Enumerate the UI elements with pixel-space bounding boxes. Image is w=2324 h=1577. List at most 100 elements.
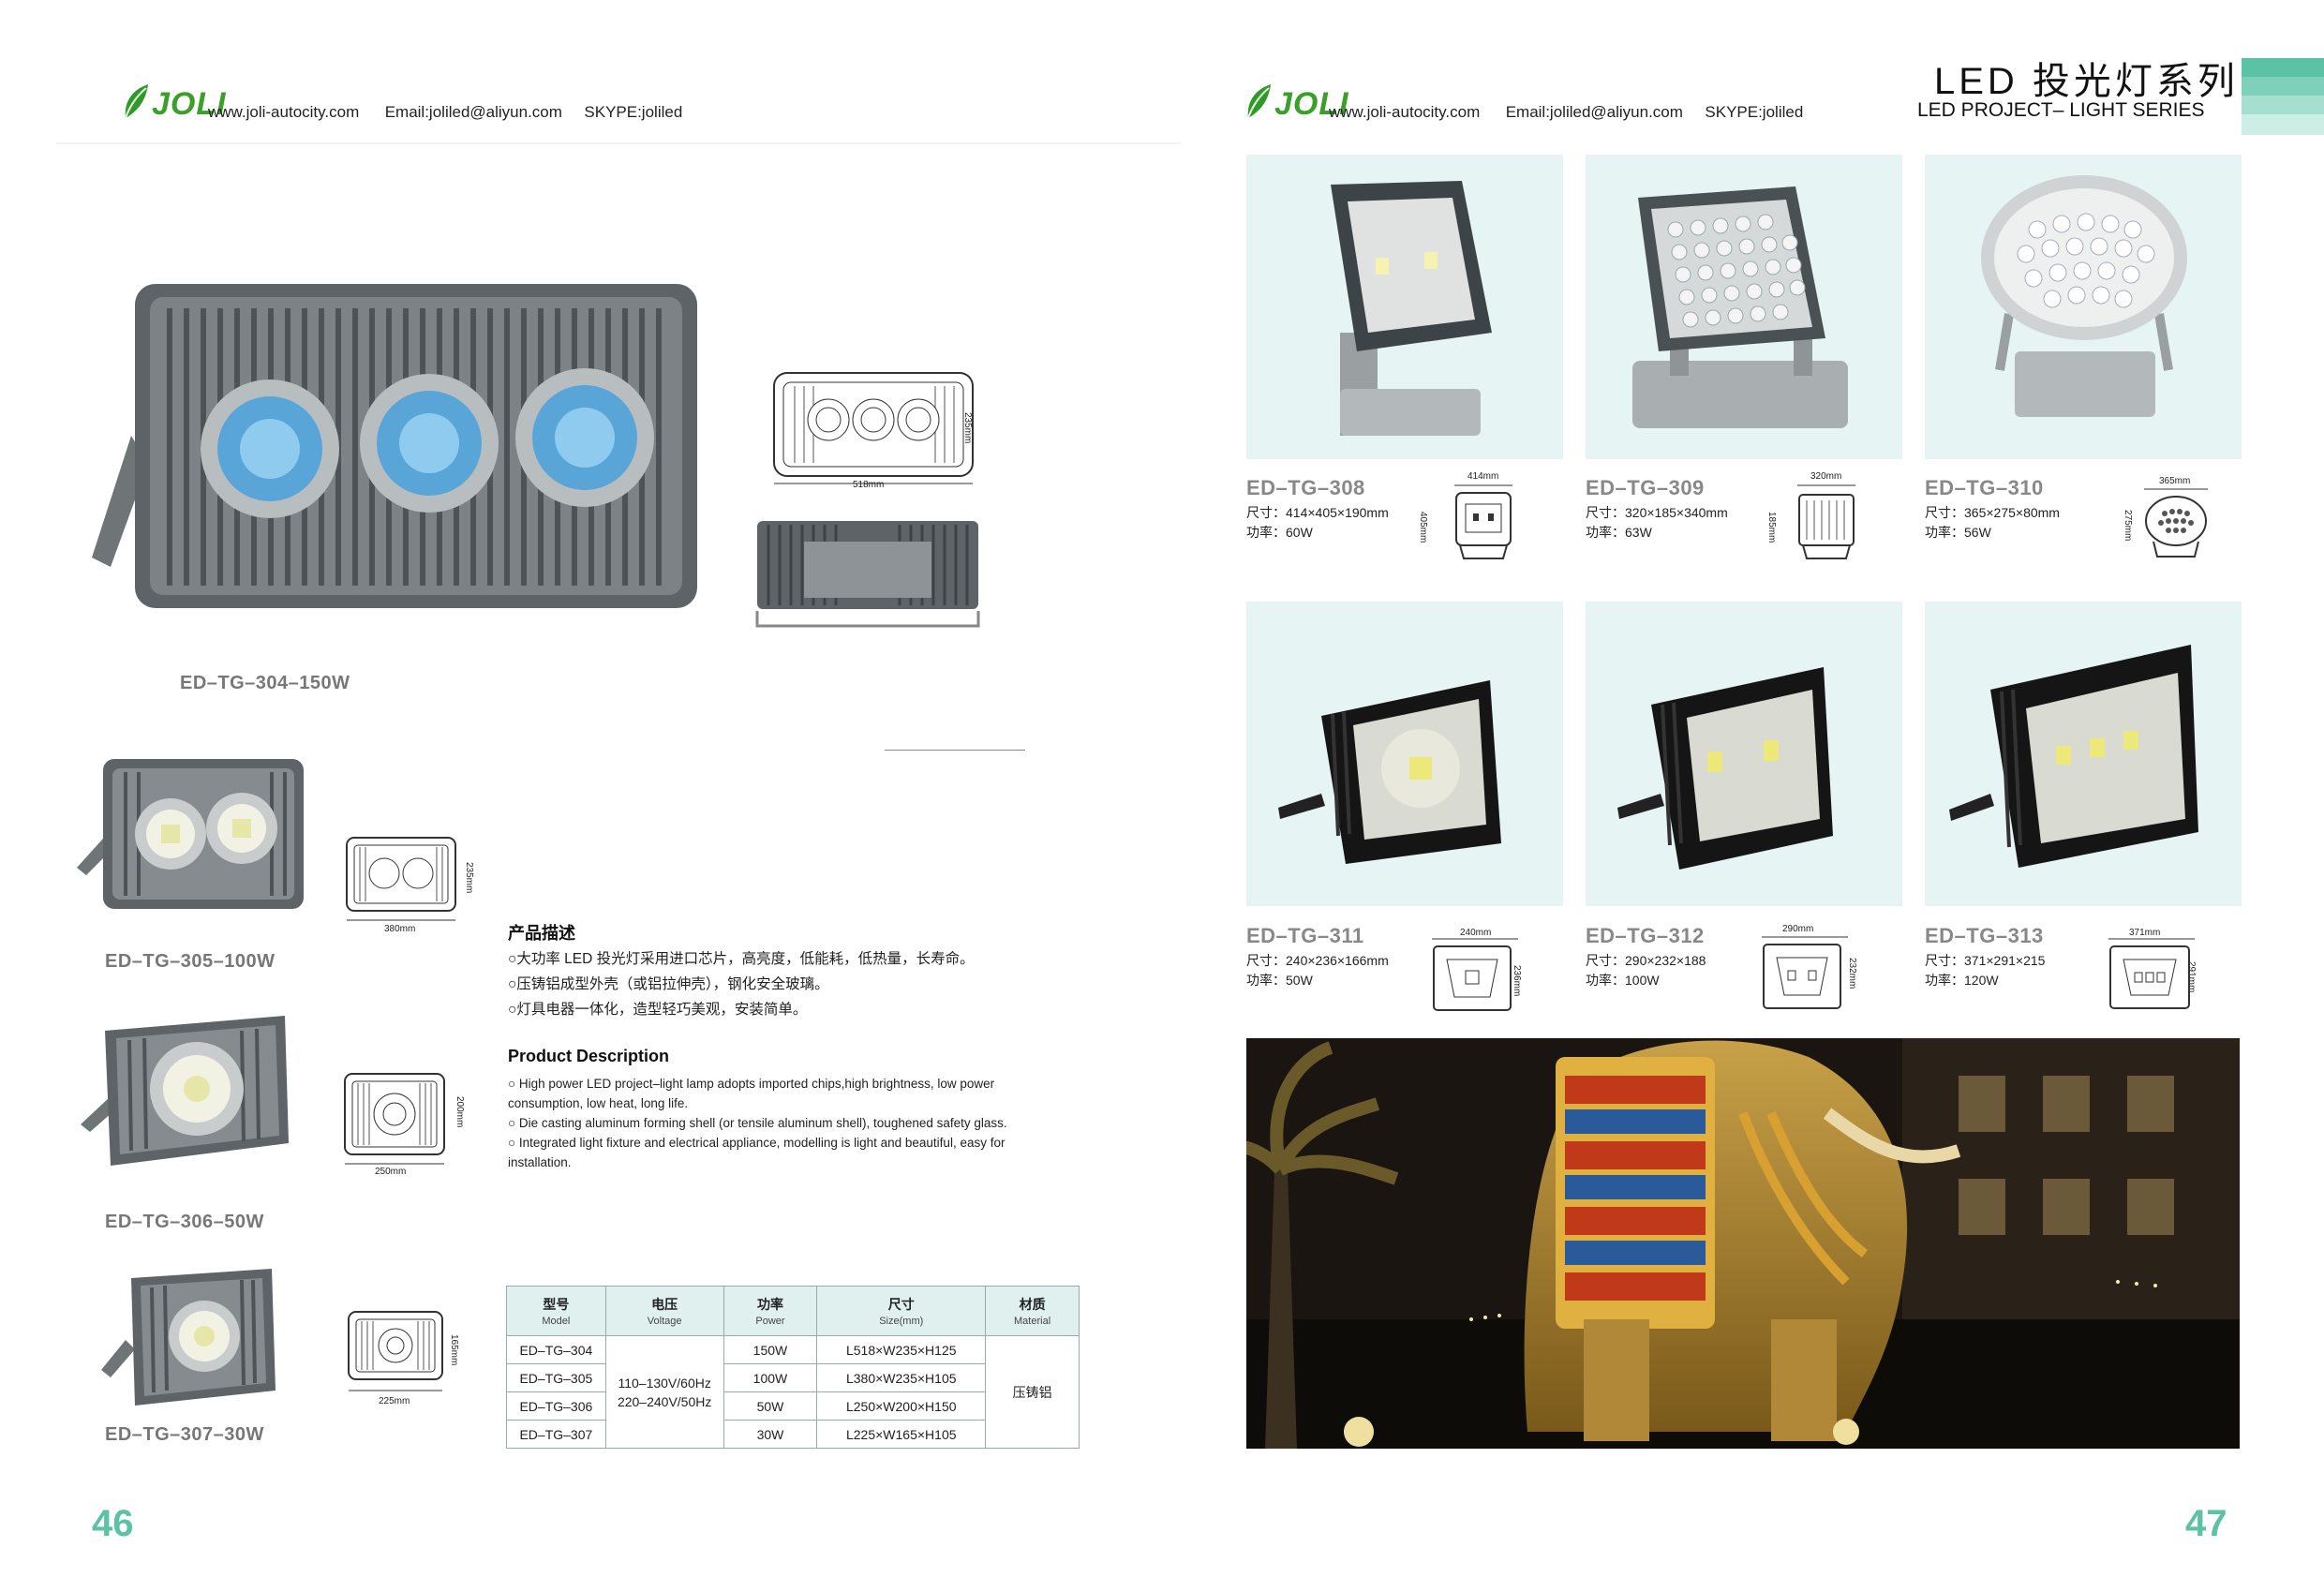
dim-width-307: 225mm [379, 1396, 410, 1406]
drawing-309 [1794, 484, 1859, 567]
cell-power: 30W [723, 1420, 818, 1449]
desc-en-item: ○ Die casting aluminum forming shell (or… [508, 1116, 1007, 1130]
product-label-306: ED–TG–306–50W [105, 1212, 264, 1232]
drawing-310 [2140, 487, 2212, 567]
drawing-313 [2107, 937, 2197, 1019]
header-contact: www.joli-autocity.com Email:joliled@aliy… [208, 103, 682, 122]
product-image-306 [77, 1012, 292, 1176]
product-label-304: ED–TG–304–150W [180, 673, 350, 693]
cell-size: L250×W200×H150 [816, 1391, 987, 1421]
product-photo-309 [1586, 155, 1902, 459]
table-row: ED–TG–307 30W L225×W165×H105 [506, 1420, 1080, 1449]
drawing-311 [1430, 937, 1520, 1019]
product-image-305 [73, 755, 307, 919]
product-photo-308 [1246, 155, 1563, 459]
product-model-308: ED–TG–308 [1246, 476, 1365, 499]
drawing-308 [1451, 484, 1516, 567]
dim-width-304: 518mm [853, 480, 885, 490]
cell-material: 压铸铝 [985, 1335, 1080, 1449]
dimension-drawing-307 [345, 1308, 448, 1406]
dim-width-310: 365mm [2159, 476, 2191, 486]
product-photo-313 [1925, 602, 2242, 906]
product-image-307 [97, 1265, 285, 1420]
dimension-drawing-306 [339, 1068, 452, 1176]
product-photo-310 [1925, 155, 2242, 459]
product-model-313: ED–TG–313 [1925, 924, 2044, 947]
dim-height-305: 235mm [464, 862, 474, 894]
cell-power: 150W [723, 1335, 818, 1364]
application-photo [1246, 1038, 2240, 1449]
header-divider [56, 142, 1181, 144]
dim-width-312: 290mm [1782, 924, 1814, 934]
desc-en-item: ○ High power LED project–light lamp adop… [508, 1077, 995, 1110]
drawing-312 [1760, 935, 1850, 1017]
cell-power: 50W [723, 1391, 818, 1421]
product-label-305: ED–TG–305–100W [105, 951, 276, 972]
corner-stripes [2242, 58, 2324, 135]
product-model-311: ED–TG–311 [1246, 924, 1364, 947]
cell-model: ED–TG–305 [506, 1363, 606, 1392]
email-link[interactable]: Email:joliled@aliyun.com [384, 103, 562, 121]
dim-height-306: 200mm [454, 1096, 465, 1128]
dim-width-311: 240mm [1460, 928, 1492, 938]
product-photo-311 [1246, 602, 1563, 906]
skype-text: SKYPE:joliled [584, 103, 683, 121]
brand-logo: JOLI [120, 82, 227, 120]
side-view-304 [750, 517, 984, 634]
desc-cn-heading: 产品描述 [508, 924, 575, 943]
page-number-right: 47 [2185, 1503, 2227, 1544]
header-contact-right: www.joli-autocity.com Email:joliled@aliy… [1329, 103, 1803, 122]
cell-model: ED–TG–306 [506, 1391, 606, 1421]
desc-cn-item: ○灯具电器一体化，造型轻巧美观，安装简单。 [508, 1002, 808, 1018]
product-label-307: ED–TG–307–30W [105, 1424, 264, 1445]
desc-en-item: ○ Integrated light fixture and electrica… [508, 1136, 1006, 1169]
website-link[interactable]: www.joli-autocity.com [1329, 103, 1481, 121]
decorative-rule [885, 750, 1025, 751]
cell-size: L380×W235×H105 [816, 1363, 987, 1392]
cell-power: 100W [723, 1363, 818, 1392]
logo-text: JOLI [152, 86, 227, 122]
email-link[interactable]: Email:joliled@aliyun.com [1505, 103, 1683, 121]
dimension-drawing-304 [767, 367, 982, 494]
product-model-309: ED–TG–309 [1586, 476, 1705, 499]
dim-height-304: 235mm [962, 412, 973, 444]
product-model-312: ED–TG–312 [1586, 924, 1705, 947]
dim-height-307: 165mm [449, 1334, 459, 1366]
website-link[interactable]: www.joli-autocity.com [208, 103, 360, 121]
brand-logo-right: JOLI [1243, 82, 1349, 120]
product-image-304 [82, 276, 710, 618]
desc-cn-item: ○大功率 LED 投光灯采用进口芯片，高亮度，低能耗，低热量，长寿命。 [508, 951, 975, 967]
table-row: ED–TG–305 100W L380×W235×H105 [506, 1363, 1080, 1392]
dim-width-305: 380mm [384, 924, 416, 934]
desc-cn-list: ○大功率 LED 投光灯采用进口芯片，高亮度，低能耗，低热量，长寿命。 ○压铸铝… [508, 946, 975, 1022]
cell-model: ED–TG–304 [506, 1335, 606, 1364]
cell-model: ED–TG–307 [506, 1420, 606, 1449]
dim-width-308: 414mm [1467, 471, 1499, 482]
dim-width-306: 250mm [375, 1167, 407, 1177]
leaf-icon [120, 82, 152, 120]
page-number-left: 46 [92, 1503, 134, 1544]
desc-en-heading: Product Description [508, 1047, 670, 1065]
dim-width-313: 371mm [2129, 928, 2161, 938]
dim-width-309: 320mm [1810, 471, 1842, 482]
dim-height-310: 275mm [2123, 510, 2133, 542]
logo-text: JOLI [1274, 86, 1349, 122]
cell-size: L225×W165×H105 [816, 1420, 987, 1449]
dim-height-308: 405mm [1418, 512, 1428, 543]
series-title-en: LED PROJECT– LIGHT SERIES [1917, 99, 2205, 121]
dim-height-309: 185mm [1766, 512, 1777, 543]
cell-size: L518×W235×H125 [816, 1335, 987, 1364]
